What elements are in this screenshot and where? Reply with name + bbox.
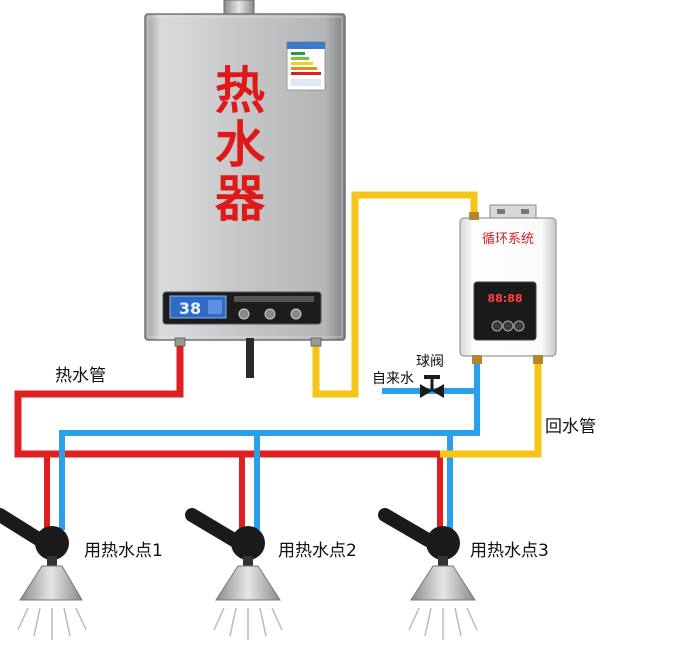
shower-head-icon [378,508,478,640]
outlet-3-label: 用热水点3 [470,541,549,561]
hot-water-pipe-label: 热水管 [55,366,106,386]
return-pipe-upper [312,191,478,398]
energy-label-icon [286,41,326,91]
unit-button-center[interactable] [502,320,514,332]
unit-button-left[interactable] [491,320,503,332]
return-pipe-label: 回水管 [545,417,596,437]
shower-head-icon [0,508,87,640]
heater-display-value: 38 [179,299,201,318]
ball-valve-label: 球阀 [416,354,444,370]
circulation-unit: 循环系统 88:88 [459,204,557,364]
shower-head-icon [185,508,283,640]
outlet-1-label: 用热水点1 [84,541,163,561]
water-heater: 热 水 器 38 [144,0,346,378]
circulation-unit-title: 循环系统 [482,232,534,247]
return-pipe-lower [440,356,542,458]
hot-water-pipe [14,340,440,458]
heater-label-line1: 热 [215,62,265,120]
circulation-display-value: 88:88 [487,292,522,305]
heater-control-panel: 38 [162,291,322,325]
cold-water-pipe [59,356,480,530]
tap-water-label: 自来水 [372,371,414,387]
unit-button-right[interactable] [513,320,525,332]
ball-valve-icon [420,375,444,398]
outlet-3: 用热水点3 [378,508,549,640]
heater-knob-3[interactable] [290,308,302,320]
heater-knob-2[interactable] [264,308,276,320]
outlet-2: 用热水点2 [185,508,357,640]
heater-knob-1[interactable] [238,308,250,320]
heater-label-line2: 水 [215,116,266,174]
outlet-1: 用热水点1 [0,508,163,640]
outlet-2-label: 用热水点2 [278,541,357,561]
heater-label-line3: 器 [215,170,266,228]
